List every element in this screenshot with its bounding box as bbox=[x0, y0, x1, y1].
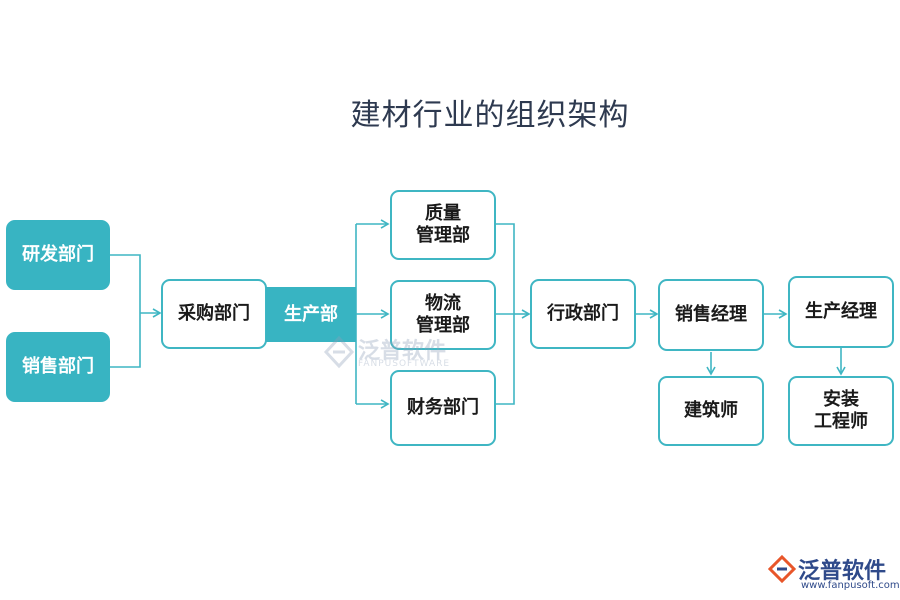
node-install-engineer-label: 安装 工程师 bbox=[814, 389, 868, 432]
node-production-dept-label: 生产部 bbox=[284, 303, 338, 325]
node-sales-manager: 销售经理 bbox=[658, 279, 764, 351]
node-install-engineer: 安装 工程师 bbox=[788, 376, 894, 446]
brand-logo-text: 泛普软件 bbox=[798, 559, 887, 584]
node-sales-dept-label: 销售部门 bbox=[22, 356, 94, 377]
node-admin-dept-label: 行政部门 bbox=[547, 303, 619, 324]
node-purchase-dept: 采购部门 bbox=[161, 279, 267, 349]
node-architect-label: 建筑师 bbox=[684, 400, 738, 421]
node-finance-dept: 财务部门 bbox=[390, 370, 496, 446]
node-logistics-mgmt-label: 物流 管理部 bbox=[416, 293, 470, 336]
brand-logo-url: www.fanpusoft.com bbox=[801, 580, 900, 591]
node-quality-mgmt: 质量 管理部 bbox=[390, 190, 496, 260]
node-production-dept: 生产部 bbox=[266, 287, 356, 342]
node-sales-manager-label: 销售经理 bbox=[675, 304, 747, 325]
node-rd-dept: 研发部门 bbox=[6, 220, 110, 290]
node-sales-dept: 销售部门 bbox=[6, 332, 110, 402]
node-purchase-dept-label: 采购部门 bbox=[178, 303, 250, 324]
brand-logo-icon bbox=[768, 555, 796, 583]
connector-rd bbox=[110, 254, 141, 368]
node-production-manager-label: 生产经理 bbox=[805, 301, 877, 322]
node-production-manager: 生产经理 bbox=[788, 276, 894, 348]
node-rd-dept-label: 研发部门 bbox=[22, 244, 94, 265]
node-admin-dept: 行政部门 bbox=[530, 279, 636, 349]
node-architect: 建筑师 bbox=[658, 376, 764, 446]
diagram-title: 建材行业的组织架构 bbox=[350, 98, 630, 133]
node-finance-dept-label: 财务部门 bbox=[407, 397, 479, 418]
node-logistics-mgmt: 物流 管理部 bbox=[390, 280, 496, 350]
node-quality-mgmt-label: 质量 管理部 bbox=[416, 203, 470, 246]
brand-logo: 泛普软件 www.fanpusoft.com bbox=[768, 553, 900, 595]
